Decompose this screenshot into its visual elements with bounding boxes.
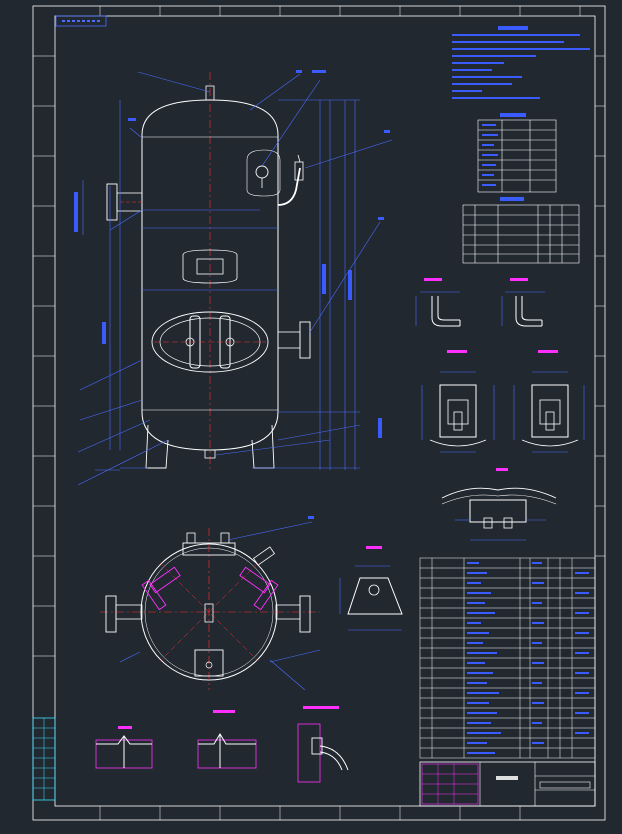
zone-ticks (33, 6, 605, 820)
detail-lifting-lug (339, 546, 403, 631)
detail-flange-sections (421, 350, 585, 453)
detail-clamp (441, 468, 557, 541)
weld-detail-1 (95, 726, 153, 769)
top-stamp-box (55, 15, 107, 27)
weld-detail-3 (297, 706, 349, 783)
callout-numbers (74, 70, 390, 519)
vessel-dimensions (82, 99, 360, 471)
sheet-frame (32, 5, 606, 821)
design-data-table (477, 113, 557, 193)
vessel-plan-view[interactable] (100, 521, 321, 691)
bill-of-materials (419, 557, 596, 759)
vessel-elevation[interactable] (106, 72, 311, 470)
leader-lines (77, 71, 393, 486)
revision-block (32, 717, 56, 801)
technical-notes (452, 26, 590, 99)
detail-bent-pipes (415, 278, 545, 327)
bom-entries (467, 562, 589, 754)
nozzle-table (462, 197, 580, 264)
title-block (419, 761, 596, 807)
weld-detail-2 (197, 710, 257, 769)
